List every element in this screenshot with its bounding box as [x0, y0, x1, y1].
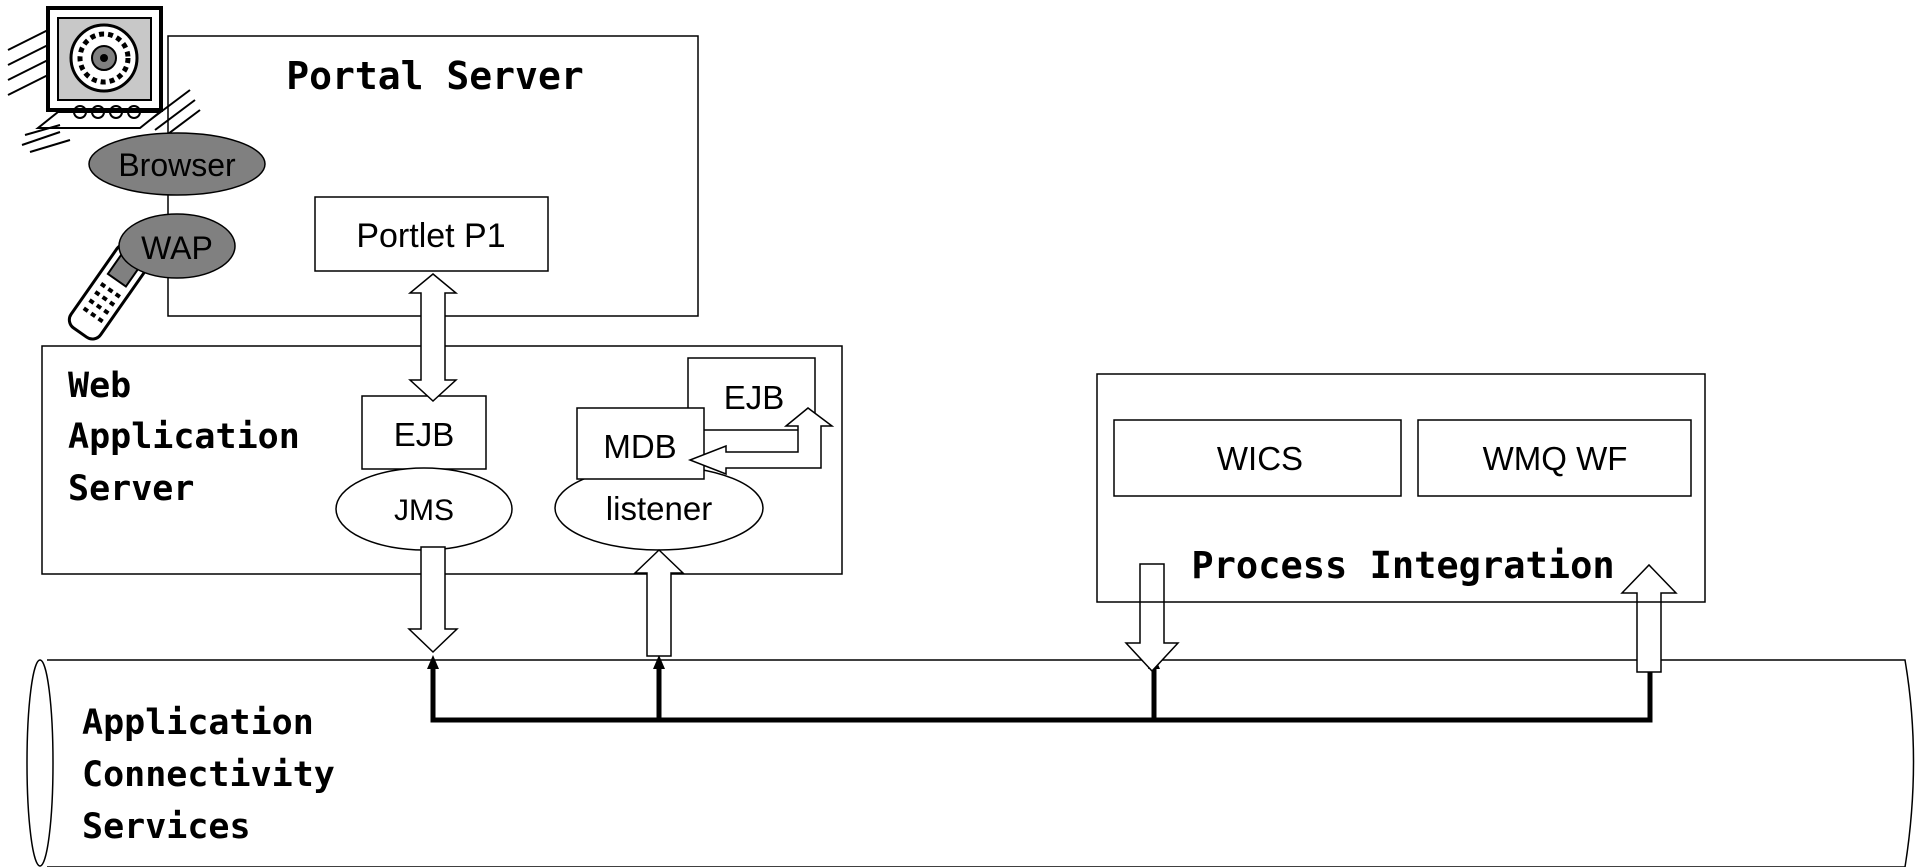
process-integration-title: Process Integration	[1191, 544, 1614, 587]
jms-label: JMS	[394, 494, 454, 527]
computer-monitor-icon	[7, 6, 201, 153]
flow-arrows	[407, 273, 1678, 673]
portlet-box	[314, 196, 549, 272]
mdb-label: MDB	[603, 428, 676, 465]
ejb-left-box	[361, 395, 487, 470]
ejb-right-box	[687, 357, 816, 431]
wap-ellipse	[118, 213, 236, 279]
browser-ellipse	[88, 132, 266, 196]
bus-title-line-2: Connectivity	[82, 755, 335, 795]
ejb-to-mdb-arrow	[687, 407, 835, 476]
ejb-right-label: EJB	[724, 379, 785, 416]
bus-to-process-integration-arrow	[1124, 563, 1180, 673]
portal-server-title: Portal Server	[286, 54, 583, 98]
web-app-server-title-line-3: Server	[68, 469, 194, 509]
browser-client: Browser	[88, 132, 266, 196]
web-app-server-title-line-2: Application	[68, 417, 300, 457]
wics-label: WICS	[1217, 440, 1303, 477]
bus-title-line-3: Services	[82, 807, 251, 847]
bus-connectors	[430, 668, 1653, 723]
wap-client: WAP	[118, 213, 236, 279]
bus-to-listener-arrow	[633, 548, 685, 657]
mdb-box	[576, 407, 705, 480]
process-integration-box	[1096, 373, 1706, 603]
web-app-server-title-line-1: Web	[68, 366, 131, 406]
jms-to-bus-arrow	[407, 546, 459, 654]
bus-title-line-1: Application	[82, 703, 314, 743]
wap-label: WAP	[141, 230, 213, 266]
wmq-wf-box	[1417, 419, 1692, 497]
process-integration: WICS WMQ WF Process Integration	[1096, 373, 1706, 603]
listener-label: listener	[606, 490, 712, 527]
portlet-ejb-double-arrow	[407, 273, 459, 403]
process-integration-to-bus-arrow	[1620, 563, 1678, 673]
bus-left-end	[26, 659, 54, 867]
ejb-left-label: EJB	[394, 416, 455, 453]
portlet-label: Portlet P1	[356, 217, 505, 255]
connectivity-bus: Application Connectivity Services	[26, 655, 1915, 867]
wics-box	[1113, 419, 1402, 497]
wmq-wf-label: WMQ WF	[1483, 440, 1628, 477]
browser-label: Browser	[118, 147, 236, 183]
